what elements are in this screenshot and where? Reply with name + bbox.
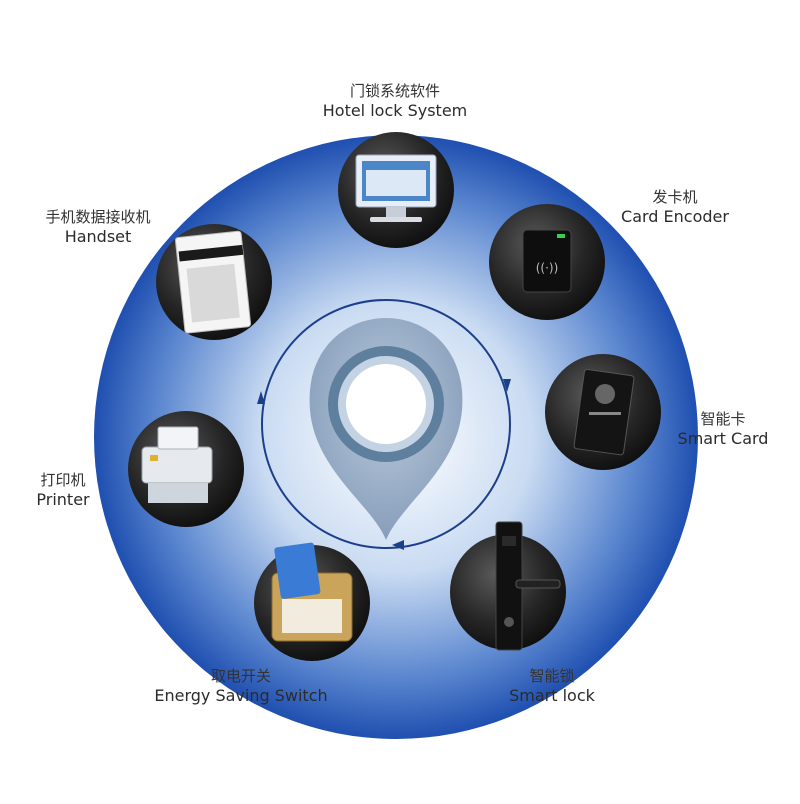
label-zh: 智能卡 xyxy=(678,410,769,429)
label-handset: 手机数据接收机 Handset xyxy=(45,208,150,247)
node-card-encoder: ((·)) xyxy=(489,204,605,320)
handset-card-icon xyxy=(175,231,251,333)
label-en: Card Encoder xyxy=(621,207,729,227)
node-printer xyxy=(128,411,244,527)
label-zh: 发卡机 xyxy=(621,188,729,207)
label-zh: 智能锁 xyxy=(509,667,595,686)
node-smart-card xyxy=(545,354,661,470)
node-hotel-lock-system xyxy=(338,132,454,248)
label-en: Smart Card xyxy=(678,429,769,449)
node-handset xyxy=(156,224,272,340)
label-en: Hotel lock System xyxy=(323,101,468,121)
label-en: Printer xyxy=(36,490,89,510)
label-zh: 取电开关 xyxy=(154,667,327,686)
label-zh: 打印机 xyxy=(36,471,89,490)
label-card-encoder: 发卡机 Card Encoder xyxy=(621,188,729,227)
label-energy-saving-switch: 取电开关 Energy Saving Switch xyxy=(154,667,327,706)
label-en: Smart lock xyxy=(509,686,595,706)
card-encoder-icon: ((·)) xyxy=(523,230,571,292)
label-printer: 打印机 Printer xyxy=(36,471,89,510)
smart-card-icon xyxy=(574,369,635,455)
svg-text:((·)): ((·)) xyxy=(536,261,559,275)
label-hotel-lock-system: 门锁系统软件 Hotel lock System xyxy=(323,82,468,121)
label-smart-card: 智能卡 Smart Card xyxy=(678,410,769,449)
label-smart-lock: 智能锁 Smart lock xyxy=(509,667,595,706)
label-en: Energy Saving Switch xyxy=(154,686,327,706)
label-en: Handset xyxy=(45,227,150,247)
label-zh: 手机数据接收机 xyxy=(45,208,150,227)
label-zh: 门锁系统软件 xyxy=(323,82,468,101)
